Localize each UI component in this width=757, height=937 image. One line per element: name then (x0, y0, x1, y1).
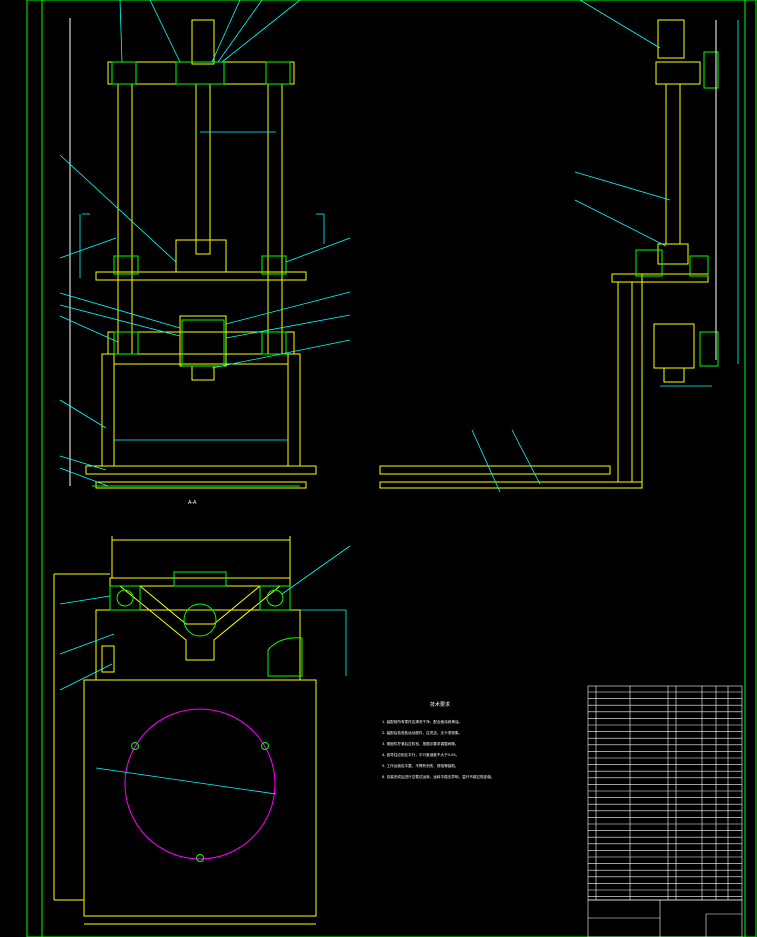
front-view (85, 19, 317, 489)
notes-title: 技术要求 (430, 701, 450, 708)
top-view-holes (131, 742, 269, 862)
top-view-dimensions (59, 545, 351, 795)
note-line: 3. 紧固件拧紧后应防松，按图示要求调整间隙。 (382, 741, 458, 746)
front-view-parts (69, 18, 300, 487)
front-view-dimensions (59, 0, 351, 487)
technical-notes: 技术要求 1. 装配前所有零件应清洗干净，配合面涂润滑油。 2. 装配后检查各运… (382, 701, 494, 779)
section-label: A-A (188, 500, 197, 506)
top-view (53, 536, 317, 925)
note-line: 5. 工作台面应平整，不得有划伤、锈蚀等缺陷。 (382, 763, 458, 768)
title-block (587, 899, 743, 937)
side-view (379, 19, 709, 489)
note-line: 4. 各导柱应相互平行，平行度误差不大于0.05。 (382, 752, 459, 757)
table-circle (124, 708, 276, 860)
note-line: 2. 装配后检查各运动部件，应灵活、无卡滞现象。 (382, 730, 462, 735)
note-line: 6. 总装完成后进行空载试运转，运转平稳无异响，温升不超过规定值。 (382, 774, 494, 779)
top-view-parts (109, 571, 303, 677)
drawing-border (26, 0, 757, 937)
parts-list-table (587, 685, 743, 901)
side-view-parts (635, 20, 719, 367)
note-line: 1. 装配前所有零件应清洗干净，配合面涂润滑油。 (382, 719, 462, 724)
side-view-dimensions (471, 0, 739, 493)
